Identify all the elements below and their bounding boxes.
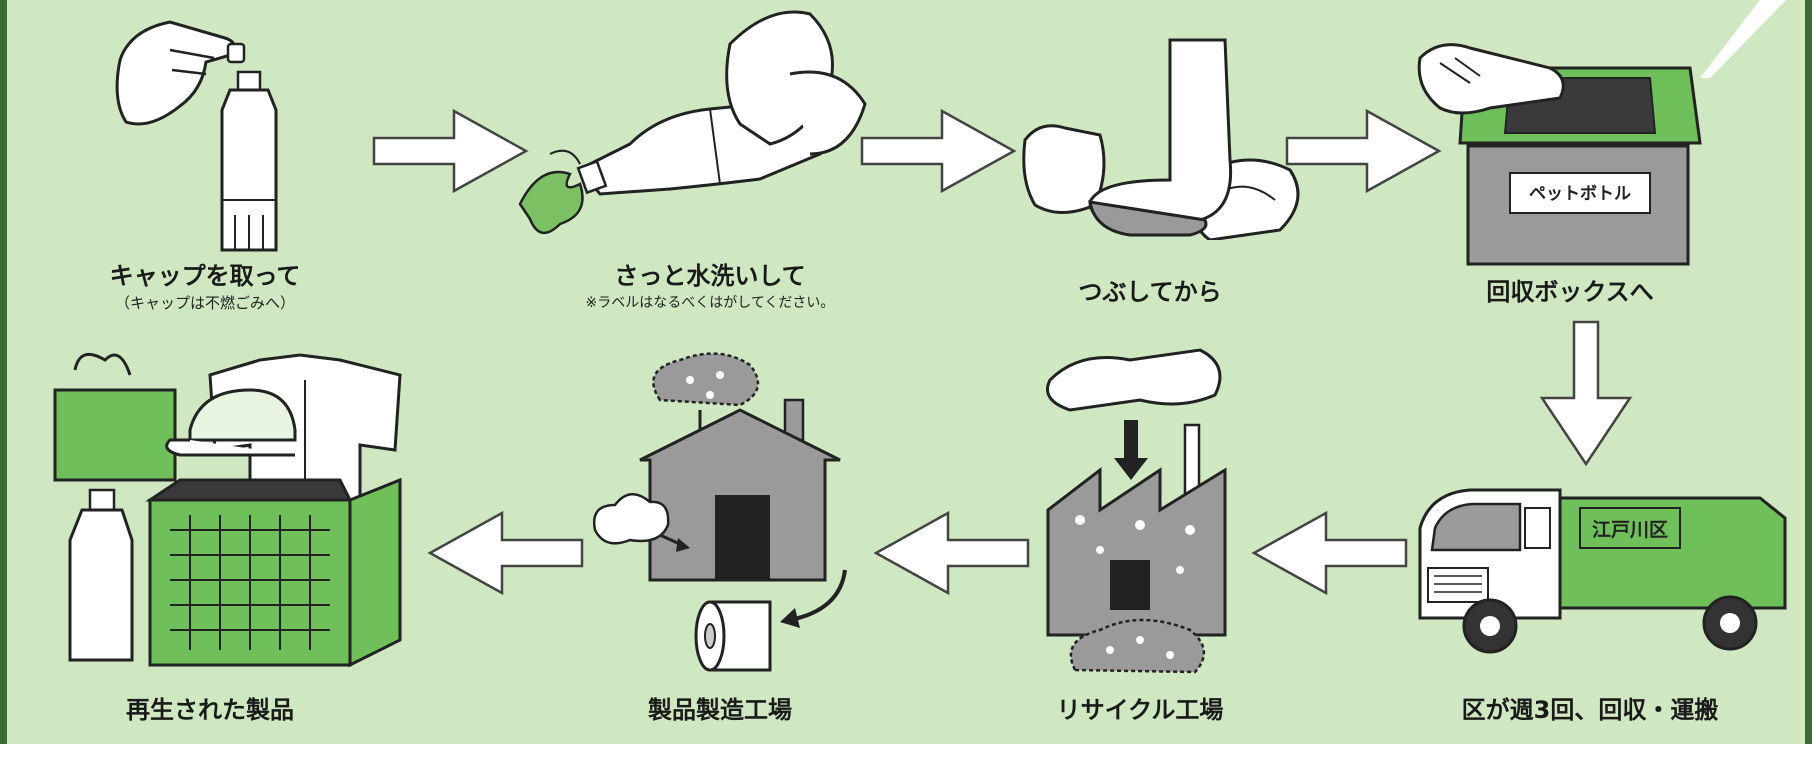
step-note-rinse: ※ラベルはなるべくはがしてください。 bbox=[585, 295, 835, 311]
manufacturing-factory-illustration bbox=[592, 352, 847, 672]
hand-icon bbox=[115, 20, 246, 126]
step-label-products: 再生された製品 bbox=[126, 696, 294, 724]
step-label-remove-cap: キャップを取って bbox=[109, 262, 301, 290]
bottle-icon bbox=[220, 70, 278, 252]
cap-icon bbox=[165, 388, 297, 457]
foot-icon bbox=[1088, 38, 1233, 237]
truck-sign: 江戸川区 bbox=[1592, 519, 1668, 541]
flakes-pile-icon bbox=[652, 352, 760, 407]
collection-box-sign: ペットボトル bbox=[1529, 184, 1631, 204]
remove-cap-illustration bbox=[115, 20, 278, 252]
hand-icon bbox=[725, 10, 867, 156]
recycled-products-illustration bbox=[53, 352, 402, 668]
step-label-crush: つぶしてから bbox=[1078, 278, 1222, 306]
bag-icon bbox=[53, 352, 177, 482]
arrow-down-icon bbox=[1114, 420, 1148, 480]
arrow-left-icon bbox=[873, 510, 1030, 596]
steam-cloud-icon bbox=[592, 493, 690, 552]
crush-illustration bbox=[1022, 38, 1300, 240]
arrow-left-icon bbox=[1251, 510, 1408, 596]
toilet-paper-icon bbox=[694, 600, 772, 672]
flakes-pile-icon bbox=[1069, 618, 1205, 674]
garbage-truck-icon: 江戸川区 bbox=[1418, 488, 1787, 654]
collection-box-illustration: ペットボトル bbox=[1417, 43, 1702, 266]
garbage-truck-illustration: 江戸川区 bbox=[1418, 488, 1787, 654]
factory-icon bbox=[1046, 423, 1227, 637]
collection-box-icon: ペットボトル bbox=[1458, 66, 1702, 266]
step-label-manufacturing: 製品製造工場 bbox=[648, 696, 792, 724]
bottom-strip bbox=[0, 744, 1812, 758]
basket-icon bbox=[145, 477, 402, 668]
decorative-stroke bbox=[1700, 0, 1786, 78]
arrow-right-icon bbox=[1285, 108, 1442, 194]
step-label-recycle-factory: リサイクル工場 bbox=[1056, 696, 1224, 724]
step-label-rinse: さっと水洗いして bbox=[614, 262, 806, 290]
arrow-right-icon bbox=[860, 108, 1017, 194]
step-note-remove-cap: （キャップは不燃ごみへ） bbox=[114, 294, 295, 312]
step-label-transport: 区が週3回、回収・運搬 bbox=[1461, 696, 1719, 724]
recycle-factory-illustration bbox=[1046, 348, 1227, 674]
rinse-illustration bbox=[518, 10, 867, 234]
crushed-bottle-icon bbox=[1046, 348, 1222, 412]
house-factory-icon bbox=[639, 398, 841, 582]
bottle-icon bbox=[68, 488, 134, 662]
arrow-down-icon bbox=[1539, 320, 1633, 467]
arrow-right-icon bbox=[372, 108, 529, 194]
arrow-left-icon bbox=[427, 510, 584, 596]
bottle-in-hand-icon bbox=[1417, 43, 1565, 115]
water-splash-icon bbox=[518, 149, 584, 234]
step-label-collection-box: 回収ボックスへ bbox=[1486, 278, 1654, 306]
